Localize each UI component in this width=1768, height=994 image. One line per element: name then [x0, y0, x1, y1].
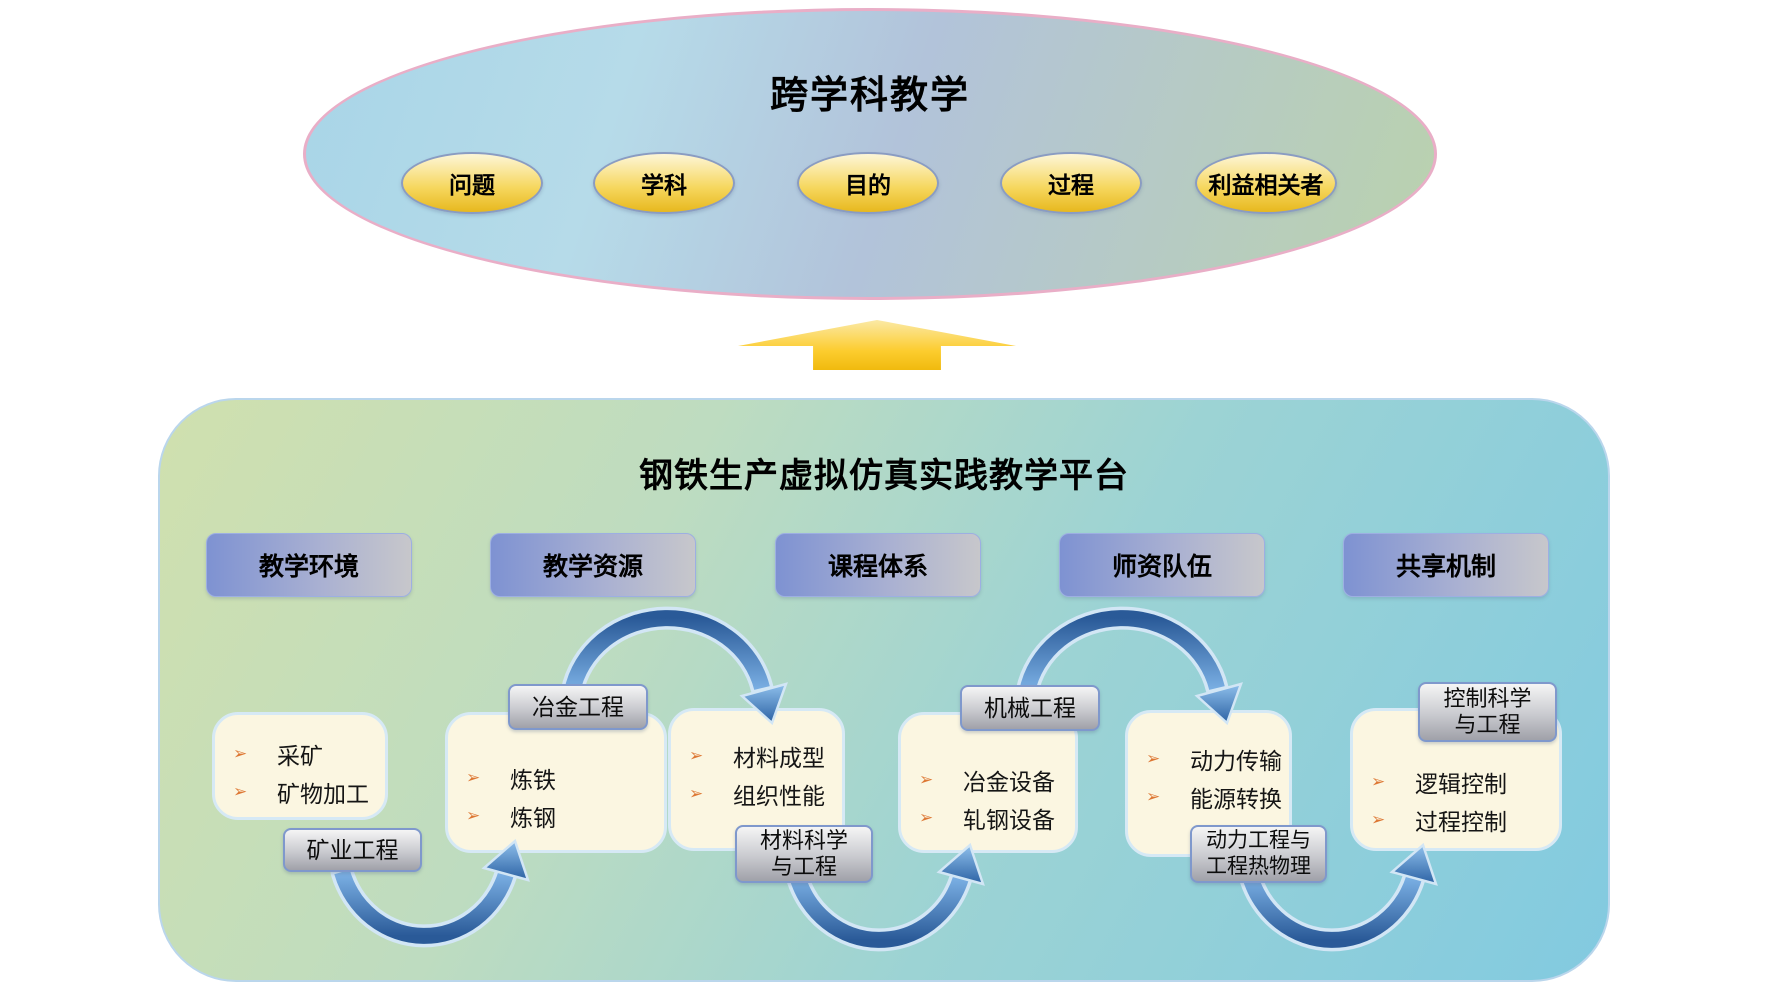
- course-label: 矿物加工: [277, 781, 369, 807]
- course-box-mechanical: ➢ 冶金设备 ➢ 轧钢设备: [898, 712, 1078, 853]
- node-stakeholders: 利益相关者: [1195, 152, 1337, 214]
- arrow-bullet-icon: ➢: [233, 782, 248, 801]
- arrow-bullet-icon: ➢: [466, 768, 481, 787]
- node-problem: 问题: [401, 152, 543, 214]
- discipline-label-text: 机械工程: [984, 694, 1076, 721]
- discipline-label-text: 控制科学: [1443, 686, 1532, 711]
- list-item: ➢ 采矿: [215, 735, 385, 773]
- pillar-faculty-team: 师资队伍: [1059, 533, 1265, 597]
- discipline-label-power-engineering: 动力工程与 工程热物理: [1190, 825, 1327, 883]
- discipline-label-text: 冶金工程: [532, 693, 624, 720]
- arrow-bullet-icon: ➢: [466, 806, 481, 825]
- arrow-bullet-icon: ➢: [233, 744, 248, 763]
- course-label: 采矿: [277, 743, 323, 769]
- course-label: 冶金设备: [963, 769, 1055, 795]
- node-label: 学科: [641, 172, 687, 198]
- arrow-bullet-icon: ➢: [1146, 749, 1161, 768]
- discipline-label-metallurgical-engineering: 冶金工程: [508, 684, 648, 730]
- arrow-bullet-icon: ➢: [919, 808, 934, 827]
- list-item: ➢ 冶金设备: [901, 761, 1075, 799]
- discipline-label-control-science: 控制科学 与工程: [1418, 682, 1557, 742]
- node-label: 问题: [449, 172, 495, 198]
- discipline-label-text: 动力工程与: [1206, 829, 1311, 852]
- pillar-label: 共享机制: [1395, 553, 1496, 581]
- discipline-label-text: 材料科学: [759, 828, 848, 853]
- list-item: ➢ 能源转换: [1128, 778, 1289, 816]
- top-title: 跨学科教学: [769, 75, 970, 117]
- pillar-label: 课程体系: [827, 553, 928, 581]
- node-purpose: 目的: [797, 152, 939, 214]
- course-label: 动力传输: [1190, 748, 1282, 774]
- arrow-bullet-icon: ➢: [689, 784, 704, 803]
- arrow-bullet-icon: ➢: [1371, 772, 1386, 791]
- arrow-bullet-icon: ➢: [1146, 787, 1161, 806]
- list-item: ➢ 材料成型: [671, 737, 842, 775]
- arrow-bullet-icon: ➢: [689, 746, 704, 765]
- course-label: 炼铁: [510, 767, 556, 793]
- pillar-label: 教学环境: [258, 553, 359, 581]
- discipline-label-text: 与工程: [1454, 712, 1521, 737]
- course-box-mining: ➢ 采矿 ➢ 矿物加工: [212, 712, 388, 820]
- course-label: 过程控制: [1415, 809, 1507, 835]
- node-label: 过程: [1048, 172, 1094, 198]
- list-item: ➢ 过程控制: [1353, 801, 1559, 839]
- list-item: ➢ 炼钢: [448, 797, 664, 835]
- course-label: 炼钢: [510, 805, 556, 831]
- list-item: ➢ 动力传输: [1128, 740, 1289, 778]
- course-label: 轧钢设备: [963, 807, 1055, 833]
- discipline-label-text: 与工程: [770, 854, 837, 879]
- discipline-label-text: 工程热物理: [1206, 855, 1311, 878]
- course-label: 材料成型: [733, 745, 825, 771]
- node-discipline: 学科: [593, 152, 735, 214]
- arrow-bullet-icon: ➢: [1371, 810, 1386, 829]
- pillar-label: 教学资源: [542, 553, 643, 581]
- pillar-teaching-resources: 教学资源: [490, 533, 696, 597]
- node-label: 目的: [845, 172, 891, 198]
- pillar-curriculum-system: 课程体系: [775, 533, 981, 597]
- list-item: ➢ 矿物加工: [215, 773, 385, 811]
- list-item: ➢ 炼铁: [448, 759, 664, 797]
- discipline-label-materials-science: 材料科学 与工程: [735, 825, 873, 883]
- course-label: 能源转换: [1190, 786, 1282, 812]
- up-arrow-icon: [738, 320, 1016, 370]
- course-label: 逻辑控制: [1415, 771, 1507, 797]
- course-label: 组织性能: [733, 783, 825, 809]
- platform-title: 钢铁生产虚拟仿真实践教学平台: [639, 457, 1129, 495]
- node-process: 过程: [1000, 152, 1142, 214]
- course-box-metallurgy: ➢ 炼铁 ➢ 炼钢: [445, 712, 667, 853]
- pillar-sharing-mechanism: 共享机制: [1343, 533, 1549, 597]
- pillar-label: 师资队伍: [1111, 553, 1212, 581]
- pillar-teaching-environment: 教学环境: [206, 533, 412, 597]
- list-item: ➢ 逻辑控制: [1353, 763, 1559, 801]
- arrow-bullet-icon: ➢: [919, 770, 934, 789]
- node-label: 利益相关者: [1208, 172, 1324, 198]
- discipline-label-text: 矿业工程: [306, 836, 399, 863]
- list-item: ➢ 组织性能: [671, 775, 842, 813]
- list-item: ➢ 轧钢设备: [901, 799, 1075, 837]
- discipline-label-mechanical-engineering: 机械工程: [960, 685, 1100, 731]
- discipline-label-mining-engineering: 矿业工程: [283, 828, 422, 872]
